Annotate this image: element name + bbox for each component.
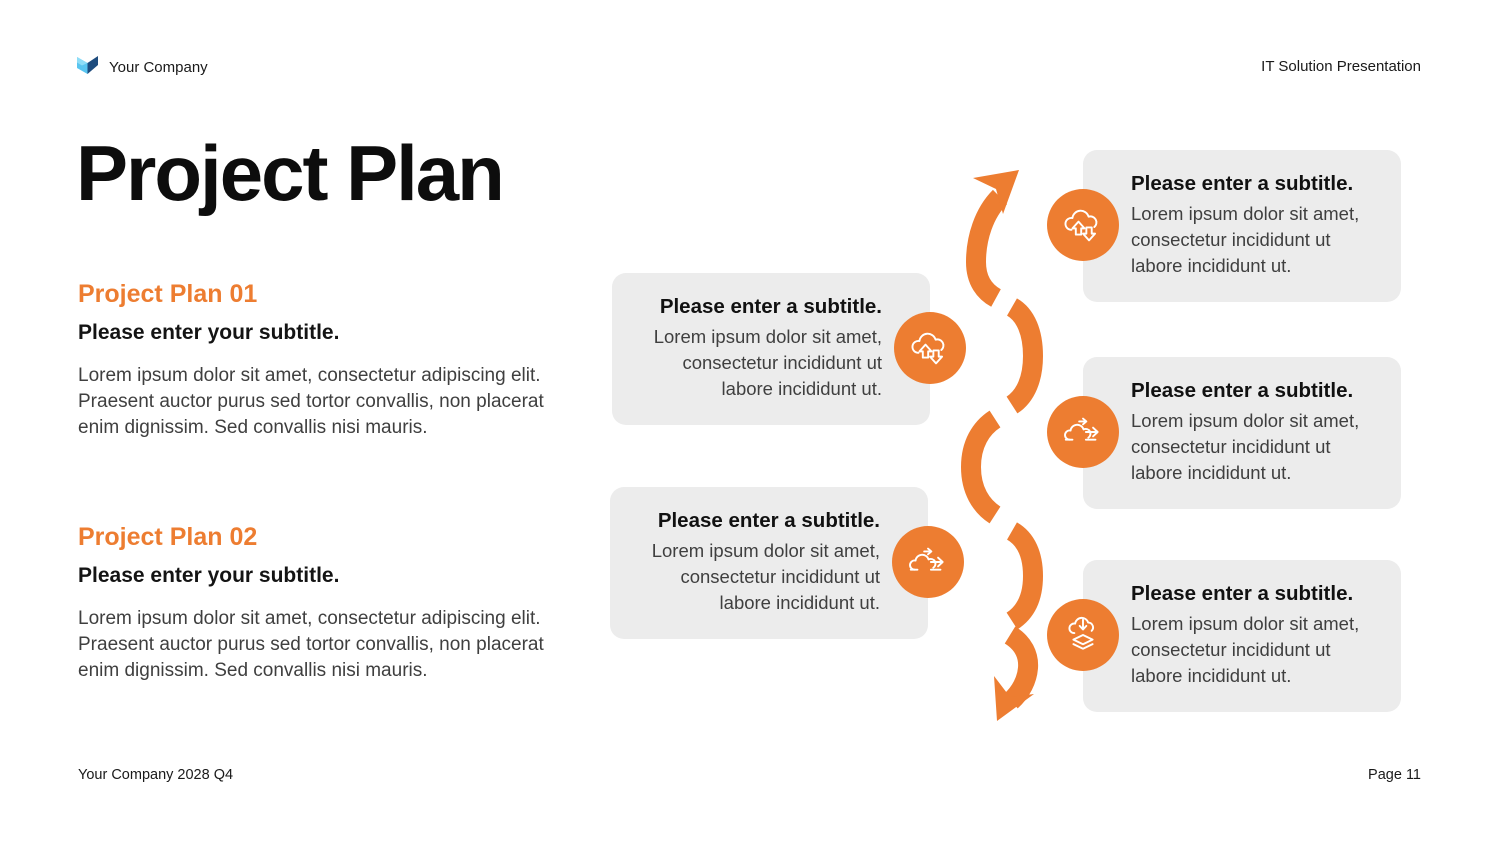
card-body: Lorem ipsum dolor sit amet, consectetur … [653, 326, 882, 399]
cloud-transfer-icon [1047, 396, 1119, 468]
section-heading: Project Plan 01 [78, 280, 258, 308]
timeline-card: Please enter a subtitle. Lorem ipsum dol… [1047, 560, 1401, 712]
section-heading: Project Plan 02 [78, 523, 258, 551]
cloud-transfer-icon [892, 526, 964, 598]
card-title: Please enter a subtitle. [1131, 582, 1354, 605]
presentation-title: IT Solution Presentation [1261, 58, 1421, 75]
section-subtitle: Please enter your subtitle. [78, 564, 340, 587]
timeline-card: Please enter a subtitle. Lorem ipsum dol… [610, 487, 964, 639]
cloud-stack-icon [1047, 599, 1119, 671]
company-name: Your Company [109, 58, 208, 76]
footer-page-number: Page 11 [1368, 767, 1421, 783]
section-subtitle: Please enter your subtitle. [78, 321, 340, 344]
section-body: Lorem ipsum dolor sit amet, consectetur … [78, 608, 544, 681]
card-body: Lorem ipsum dolor sit amet, consectetur … [1131, 613, 1360, 686]
footer-company: Your Company 2028 Q4 [78, 767, 234, 783]
timeline-card: Please enter a subtitle. Lorem ipsum dol… [1047, 357, 1401, 509]
card-title: Please enter a subtitle. [1131, 172, 1354, 195]
section-project-plan-01: Project Plan 01 Please enter your subtit… [78, 280, 546, 441]
cloud-sync-icon [894, 312, 966, 384]
card-body: Lorem ipsum dolor sit amet, consectetur … [651, 540, 880, 613]
timeline-card: Please enter a subtitle. Lorem ipsum dol… [1047, 150, 1401, 302]
company-logo-icon [75, 53, 100, 81]
card-title: Please enter a subtitle. [657, 509, 880, 532]
card-body: Lorem ipsum dolor sit amet, consectetur … [1131, 203, 1360, 276]
card-body: Lorem ipsum dolor sit amet, consectetur … [1131, 410, 1360, 483]
section-body: Lorem ipsum dolor sit amet, consectetur … [78, 365, 544, 438]
card-title: Please enter a subtitle. [659, 295, 882, 318]
section-project-plan-02: Project Plan 02 Please enter your subtit… [78, 523, 546, 684]
header-brand: Your Company [75, 53, 208, 81]
timeline-card: Please enter a subtitle. Lorem ipsum dol… [612, 273, 966, 425]
page-title: Project Plan [76, 129, 505, 217]
cloud-sync-icon [1047, 189, 1119, 261]
card-title: Please enter a subtitle. [1131, 379, 1354, 402]
